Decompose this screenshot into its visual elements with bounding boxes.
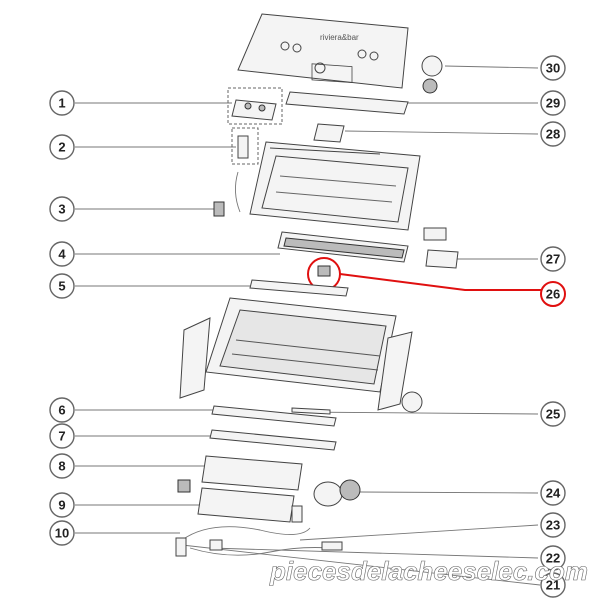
svg-text:4: 4 xyxy=(58,247,66,262)
upper-housing xyxy=(249,141,421,231)
callout-9: 9 xyxy=(49,492,75,518)
callout-8: 8 xyxy=(49,453,75,479)
callout-23: 23 xyxy=(540,512,566,538)
callout-22: 22 xyxy=(540,545,566,571)
strip-part-7 xyxy=(209,429,337,451)
bracket-part-9 xyxy=(291,505,303,523)
motor-part-24 xyxy=(313,479,361,507)
callout-28: 28 xyxy=(540,121,566,147)
rail-part-5 xyxy=(249,279,349,297)
svg-text:5: 5 xyxy=(58,279,65,294)
svg-text:30: 30 xyxy=(546,61,560,76)
svg-text:26: 26 xyxy=(546,287,560,302)
callout-21: 21 xyxy=(540,572,566,598)
callout-3: 3 xyxy=(49,196,75,222)
callout-6: 6 xyxy=(49,397,75,423)
svg-text:2: 2 xyxy=(58,140,65,155)
bar-part-4 xyxy=(277,231,409,263)
board-part-1 xyxy=(227,87,283,125)
knob-part-30 xyxy=(421,55,443,94)
callout-27: 27 xyxy=(540,246,566,272)
svg-text:29: 29 xyxy=(546,96,560,111)
board-part-8 xyxy=(201,455,303,491)
connector-part-27 xyxy=(423,227,459,269)
svg-text:21: 21 xyxy=(546,578,560,593)
svg-text:28: 28 xyxy=(546,127,560,142)
lower-housing xyxy=(179,297,423,413)
clip-part-8 xyxy=(177,479,191,493)
callout-29: 29 xyxy=(540,90,566,116)
leader-lines xyxy=(75,65,541,586)
callout-5: 5 xyxy=(49,273,75,299)
callout-1: 1 xyxy=(49,90,75,116)
svg-text:9: 9 xyxy=(58,498,65,513)
callout-30: 30 xyxy=(540,55,566,81)
svg-text:3: 3 xyxy=(58,202,65,217)
plate-part-29 xyxy=(285,91,409,115)
callout-24: 24 xyxy=(540,480,566,506)
plate-part-9 xyxy=(197,487,295,523)
callout-4: 4 xyxy=(49,241,75,267)
svg-text:8: 8 xyxy=(58,459,65,474)
callout-26: 26 xyxy=(540,281,566,307)
callout-10: 10 xyxy=(49,520,75,546)
brand-logo: riviera&bar xyxy=(320,33,359,42)
strip-part-25 xyxy=(291,407,331,415)
sensor-part-2 xyxy=(231,127,259,213)
svg-text:27: 27 xyxy=(546,252,560,267)
callout-2: 2 xyxy=(49,134,75,160)
svg-text:7: 7 xyxy=(58,429,65,444)
svg-text:6: 6 xyxy=(58,403,65,418)
callout-25: 25 xyxy=(540,401,566,427)
svg-text:25: 25 xyxy=(546,407,560,422)
svg-text:1: 1 xyxy=(58,96,65,111)
svg-text:23: 23 xyxy=(546,518,560,533)
svg-text:10: 10 xyxy=(55,526,69,541)
svg-text:24: 24 xyxy=(546,486,561,501)
watermark-text: piecesdelacheeselec.com xyxy=(269,556,588,586)
wiring-harness xyxy=(175,526,343,557)
svg-text:22: 22 xyxy=(546,551,560,566)
connector-part-3 xyxy=(213,201,225,217)
control-panel-part: riviera&bar xyxy=(237,13,409,89)
strip-part-6 xyxy=(211,405,337,427)
callout-7: 7 xyxy=(49,423,75,449)
bracket-part-28 xyxy=(313,123,345,143)
